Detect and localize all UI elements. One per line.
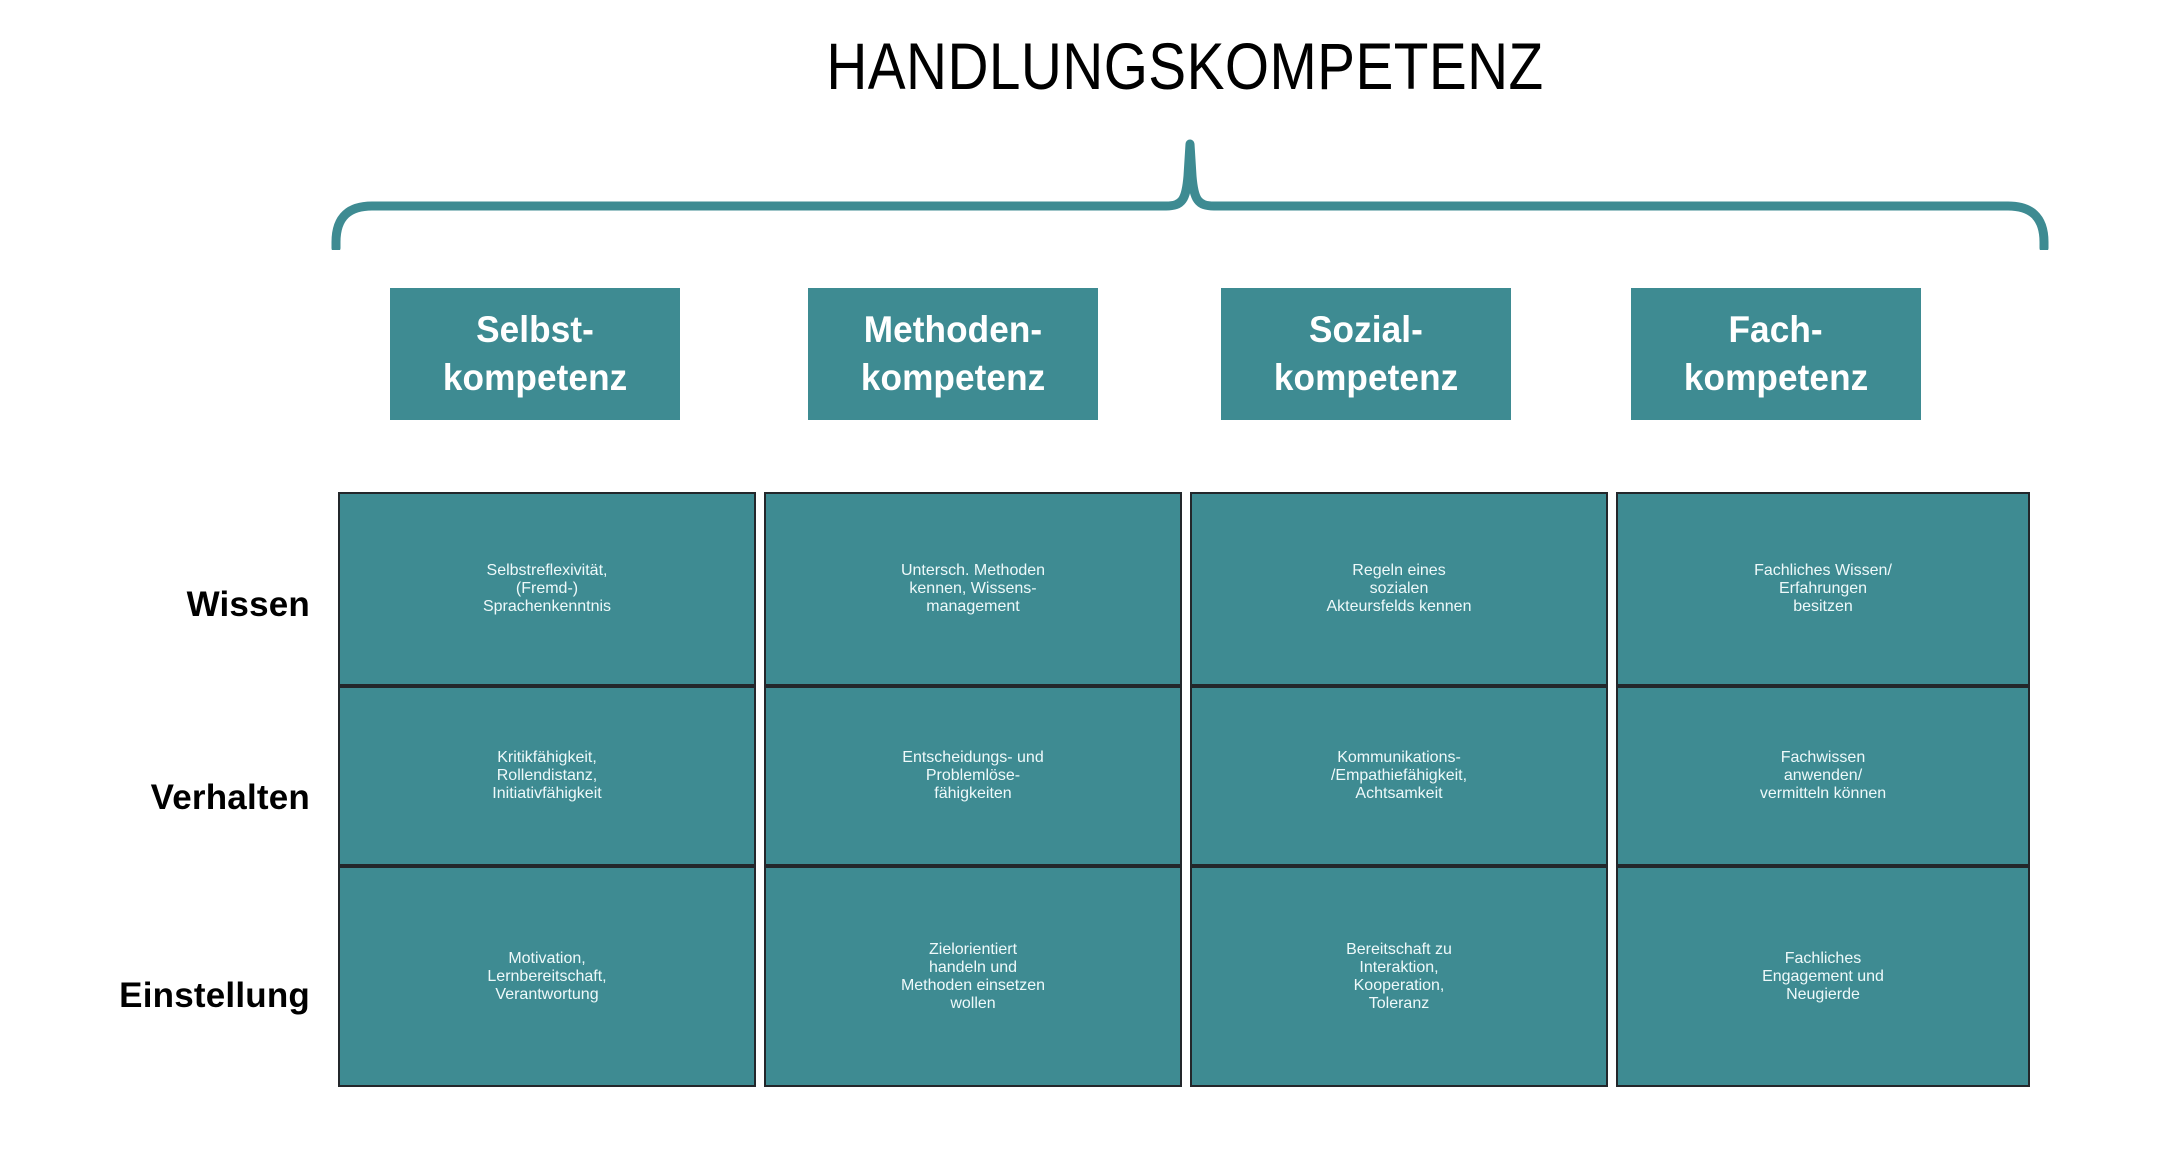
competency-header-methodenkompetenz[interactable]: Methoden- kompetenz [808,288,1098,420]
cell-text: Kritikfähigkeit,Rollendistanz,Initiativf… [492,749,602,802]
header-line-2: kompetenz [1683,357,1869,398]
cell-text: Selbstreflexivität,(Fremd-)Sprachenkennt… [482,562,612,615]
row-label-verhalten: Verhalten [150,778,310,817]
competency-matrix: Selbstreflexivität,(Fremd-)Sprachenkennt… [338,492,2030,1087]
competency-header-sozialkompetenz[interactable]: Sozial- kompetenz [1221,288,1511,420]
matrix-cell[interactable]: Selbstreflexivität,(Fremd-)Sprachenkennt… [338,492,756,686]
row-label-einstellung: Einstellung [119,976,310,1015]
matrix-column-selbstkompetenz: Selbstreflexivität,(Fremd-)Sprachenkennt… [338,492,756,1087]
matrix-cell[interactable]: Kommunikations-/Empathiefähigkeit,Achtsa… [1190,686,1608,866]
page-title: HANDLUNGSKOMPETENZ [826,29,1544,103]
header-line-1: Methoden- [863,308,1043,350]
cell-text: Kommunikations-/Empathiefähigkeit,Achtsa… [1330,749,1468,802]
header-line-2: kompetenz [1273,357,1459,398]
header-line-1: Selbst- [476,308,594,350]
header-line-1: Fach- [1728,308,1824,350]
competency-header-selbstkompetenz[interactable]: Selbst- kompetenz [390,288,680,420]
cell-text: Motivation,Lernbereitschaft,Verantwortun… [487,949,607,1003]
competency-header-row: Selbst- kompetenz Methoden- kompetenz So… [0,288,2166,420]
matrix-cell[interactable]: Motivation,Lernbereitschaft,Verantwortun… [338,866,756,1087]
header-line-2: kompetenz [442,357,628,398]
curly-brace-connector [320,130,2060,250]
matrix-cell[interactable]: Kritikfähigkeit,Rollendistanz,Initiativf… [338,686,756,866]
header-line-2: kompetenz [860,357,1046,398]
header-line-1: Sozial- [1309,308,1423,350]
competency-header-fachkompetenz[interactable]: Fach- kompetenz [1631,288,1921,420]
row-label-wissen: Wissen [186,585,310,624]
